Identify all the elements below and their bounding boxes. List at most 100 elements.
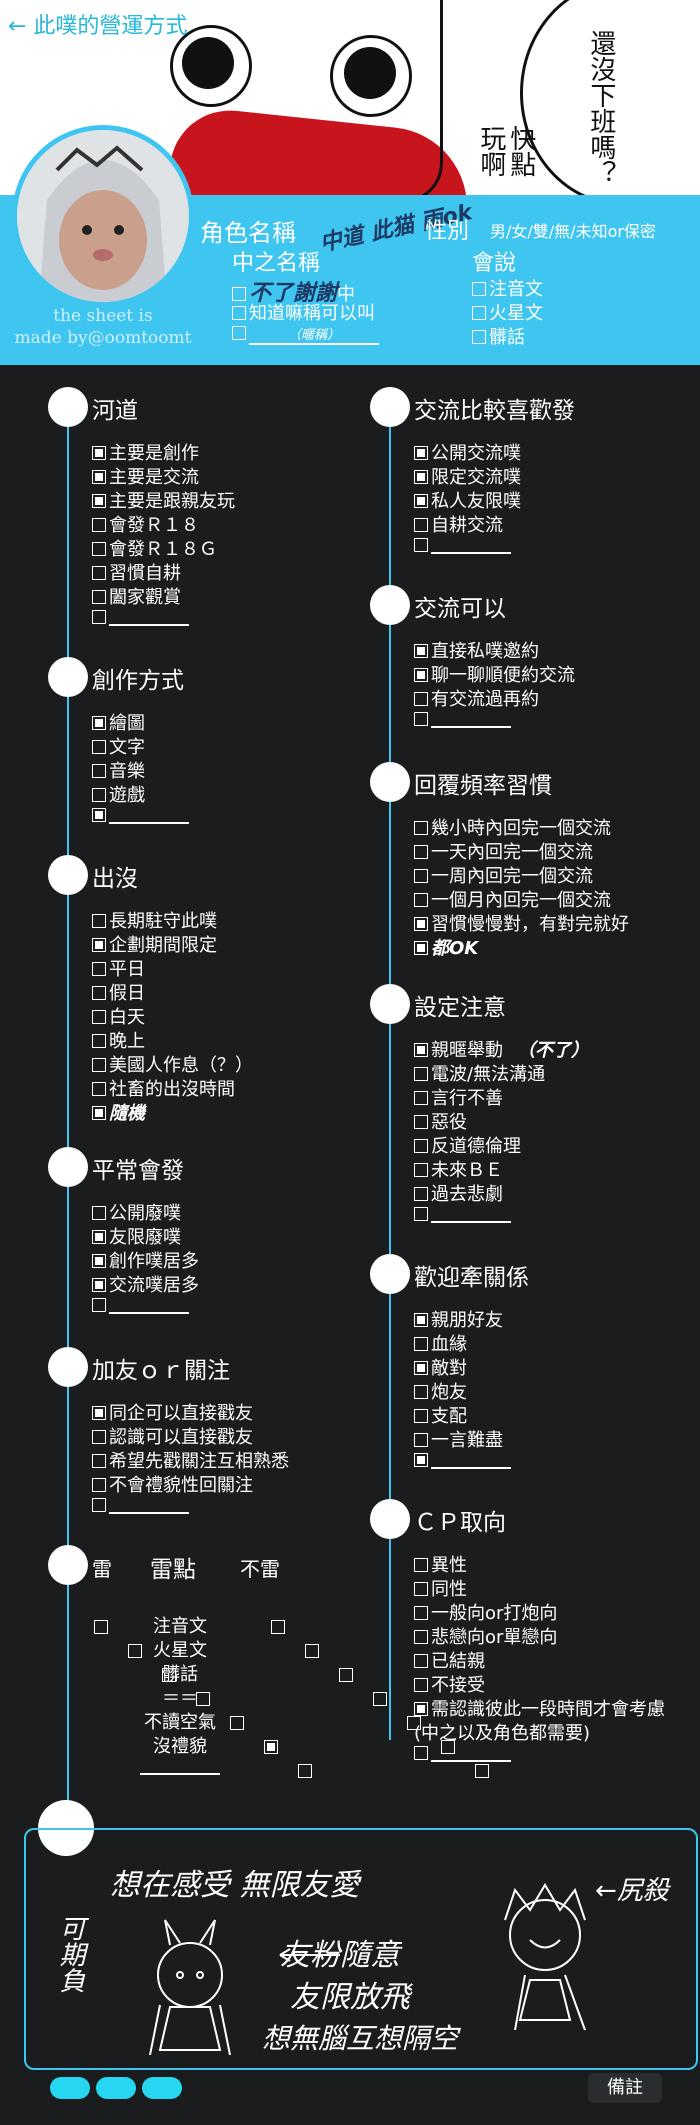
option-left-3-4[interactable]: [92, 1295, 189, 1316]
option-checkbox-right-5-4[interactable]: [414, 1654, 428, 1668]
option-checkbox-right-3-2[interactable]: [414, 1091, 428, 1105]
landmine-ok-checkbox-6[interactable]: [475, 1763, 489, 1778]
option-blank-line-left-4-4[interactable]: [109, 1498, 189, 1514]
page-pill-2[interactable]: [96, 2077, 136, 2099]
option-right-5-5[interactable]: 不接受: [414, 1671, 485, 1697]
option-checkbox-right-4-2[interactable]: [414, 1361, 428, 1375]
cn-option-3-checkbox[interactable]: [232, 326, 246, 340]
option-checkbox-left-2-4[interactable]: [92, 1010, 106, 1024]
option-left-0-5[interactable]: 習慣自耕: [92, 559, 181, 585]
option-checkbox-right-0-4[interactable]: [414, 538, 428, 552]
option-right-3-7[interactable]: [414, 1204, 511, 1225]
notes-button[interactable]: 備註: [588, 2073, 662, 2103]
option-left-2-5[interactable]: 晚上: [92, 1027, 145, 1053]
landmine-thunder-checkbox-0[interactable]: [94, 1619, 108, 1634]
option-checkbox-right-3-7[interactable]: [414, 1207, 428, 1221]
option-checkbox-right-1-1[interactable]: [414, 668, 428, 682]
page-pill-1[interactable]: [50, 2077, 90, 2099]
landmine-thunder-checkbox-4[interactable]: [230, 1715, 244, 1730]
option-checkbox-left-2-8[interactable]: [92, 1106, 106, 1120]
option-checkbox-left-0-0[interactable]: [92, 446, 106, 460]
back-link[interactable]: ← 此噗的營運方式: [8, 14, 188, 39]
option-checkbox-right-5-5[interactable]: [414, 1678, 428, 1692]
option-blank-line-right-4-6[interactable]: [431, 1453, 511, 1469]
option-right-5-7[interactable]: (中之以及角色都需要): [414, 1719, 590, 1745]
option-checkbox-left-4-3[interactable]: [92, 1478, 106, 1492]
option-right-5-1[interactable]: 同性: [414, 1575, 467, 1601]
option-left-3-0[interactable]: 公開廢噗: [92, 1199, 181, 1225]
option-checkbox-right-2-5[interactable]: [414, 941, 428, 955]
option-left-3-1[interactable]: 友限廢噗: [92, 1223, 181, 1249]
option-right-5-0[interactable]: 異性: [414, 1551, 467, 1577]
landmine-thunder-checkbox-1[interactable]: [128, 1643, 142, 1658]
option-left-1-2[interactable]: 音樂: [92, 757, 145, 783]
landmine-thunder-checkbox-3[interactable]: [196, 1691, 210, 1706]
option-left-2-6[interactable]: 美國人作息（？）: [92, 1051, 253, 1077]
cn-option-1[interactable]: 不了謝謝中: [232, 275, 355, 307]
option-left-2-1[interactable]: 企劃期間限定: [92, 931, 217, 957]
option-blank-line-right-1-3[interactable]: [431, 712, 511, 728]
landmine-ok-checkbox-5[interactable]: [441, 1739, 455, 1754]
option-right-3-5[interactable]: 未來ＢＥ: [414, 1156, 503, 1182]
option-checkbox-right-3-6[interactable]: [414, 1187, 428, 1201]
option-left-0-4[interactable]: 會發Ｒ１８Ｇ: [92, 535, 217, 561]
option-right-5-4[interactable]: 已結親: [414, 1647, 485, 1673]
option-left-4-2[interactable]: 希望先戳關注互相熟悉: [92, 1447, 289, 1473]
option-right-0-4[interactable]: [414, 535, 511, 556]
speak-option-1[interactable]: 注音文: [472, 275, 543, 301]
option-right-4-0[interactable]: 親朋好友: [414, 1306, 503, 1332]
option-left-2-0[interactable]: 長期駐守此噗: [92, 907, 217, 933]
option-checkbox-left-0-2[interactable]: [92, 494, 106, 508]
option-right-2-0[interactable]: 幾小時內回完一個交流: [414, 814, 611, 840]
option-left-2-8[interactable]: 隨機: [92, 1099, 145, 1125]
option-checkbox-right-4-4[interactable]: [414, 1409, 428, 1423]
option-left-2-4[interactable]: 白天: [92, 1003, 145, 1029]
option-checkbox-right-1-3[interactable]: [414, 712, 428, 726]
option-checkbox-left-0-4[interactable]: [92, 542, 106, 556]
option-checkbox-left-2-2[interactable]: [92, 962, 106, 976]
option-right-2-4[interactable]: 習慣慢慢對，有對完就好: [414, 910, 629, 936]
option-checkbox-left-1-1[interactable]: [92, 740, 106, 754]
option-checkbox-left-3-3[interactable]: [92, 1278, 106, 1292]
landmine-ok-checkbox-2[interactable]: [339, 1667, 353, 1682]
option-checkbox-left-4-4[interactable]: [92, 1498, 106, 1512]
option-checkbox-left-2-3[interactable]: [92, 986, 106, 1000]
option-blank-line-left-3-4[interactable]: [109, 1298, 189, 1314]
landmine-ok-checkbox-1[interactable]: [305, 1643, 319, 1658]
option-checkbox-left-3-2[interactable]: [92, 1254, 106, 1268]
option-left-0-3[interactable]: 會發Ｒ１８: [92, 511, 199, 537]
option-right-5-8[interactable]: [414, 1743, 511, 1764]
option-checkbox-right-1-0[interactable]: [414, 644, 428, 658]
option-left-4-1[interactable]: 認識可以直接戳友: [92, 1423, 253, 1449]
option-left-3-2[interactable]: 創作噗居多: [92, 1247, 199, 1273]
option-checkbox-right-2-3[interactable]: [414, 893, 428, 907]
option-checkbox-right-3-5[interactable]: [414, 1163, 428, 1177]
option-right-0-1[interactable]: 限定交流噗: [414, 463, 521, 489]
option-checkbox-right-5-6[interactable]: [414, 1702, 428, 1716]
option-checkbox-right-3-4[interactable]: [414, 1139, 428, 1153]
option-checkbox-left-1-0[interactable]: [92, 716, 106, 730]
option-checkbox-right-4-0[interactable]: [414, 1313, 428, 1327]
option-checkbox-right-1-2[interactable]: [414, 692, 428, 706]
option-right-4-4[interactable]: 支配: [414, 1402, 467, 1428]
option-checkbox-right-5-2[interactable]: [414, 1606, 428, 1620]
option-right-5-2[interactable]: 一般向or打炮向: [414, 1599, 557, 1625]
speak-option-3[interactable]: 髒話: [472, 323, 525, 349]
option-right-0-3[interactable]: 自耕交流: [414, 511, 503, 537]
option-left-1-3[interactable]: 遊戲: [92, 781, 145, 807]
option-right-4-1[interactable]: 血緣: [414, 1330, 467, 1356]
option-checkbox-left-4-0[interactable]: [92, 1406, 106, 1420]
option-right-4-3[interactable]: 炮友: [414, 1378, 467, 1404]
option-checkbox-left-0-7[interactable]: [92, 610, 106, 624]
option-right-3-2[interactable]: 言行不善: [414, 1084, 503, 1110]
option-right-3-0[interactable]: 親暱舉動（不了）: [414, 1036, 589, 1062]
speak-option-2[interactable]: 火星文: [472, 299, 543, 325]
option-right-2-1[interactable]: 一天內回完一個交流: [414, 838, 593, 864]
speak-option-3-checkbox[interactable]: [472, 330, 486, 344]
option-checkbox-left-1-3[interactable]: [92, 788, 106, 802]
option-checkbox-left-1-2[interactable]: [92, 764, 106, 778]
option-right-4-2[interactable]: 敵對: [414, 1354, 467, 1380]
option-left-0-2[interactable]: 主要是跟親友玩: [92, 487, 235, 513]
option-right-2-2[interactable]: 一周內回完一個交流: [414, 862, 593, 888]
option-right-0-0[interactable]: 公開交流噗: [414, 439, 521, 465]
